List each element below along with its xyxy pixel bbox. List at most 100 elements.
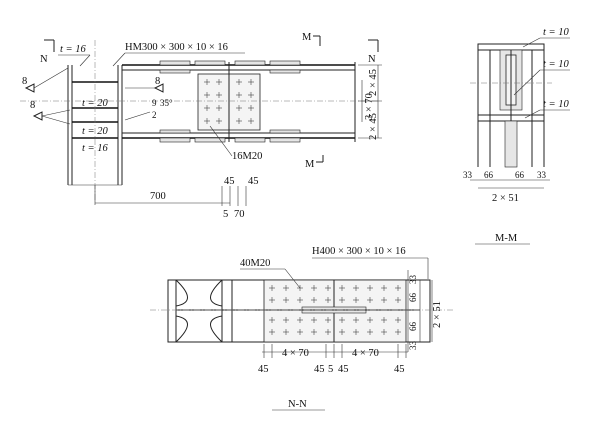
bolt-icon <box>353 297 359 303</box>
bolt-icon <box>381 317 387 323</box>
bolt-icon <box>216 92 222 98</box>
mm-dim-66-l: 66 <box>484 170 494 180</box>
angle-35: 35° <box>160 98 173 108</box>
dim-2x45-bot: 2 × 45 <box>368 113 379 140</box>
elevation-view: N N M M HM300 × 300 × 10 × 16 t = 16 t =… <box>20 32 382 220</box>
bolt-icon <box>248 92 254 98</box>
weld-symbols: 8 8 8 9 35° 2 <box>22 67 173 125</box>
bolt-icon <box>269 297 275 303</box>
vertical-dimensions: 2 × 45 2 × 45 3 × 70 <box>358 64 382 140</box>
bolt-icon <box>339 317 345 323</box>
web-bolt-group <box>204 79 254 124</box>
nn-dim-2x51: 2 × 51 <box>432 301 443 328</box>
mm-dim-66-r: 66 <box>515 170 525 180</box>
bolt-icon <box>367 285 373 291</box>
column <box>67 40 123 200</box>
bolt-icon <box>204 105 210 111</box>
dim-70: 70 <box>234 209 245 220</box>
bolt-icon <box>311 317 317 323</box>
section-M-label-bottom: M <box>305 159 315 170</box>
mm-t10-a: t = 10 <box>543 27 570 38</box>
t16-bot-label: t = 16 <box>82 143 109 154</box>
nn-dim-45-a: 45 <box>258 364 269 375</box>
t20-a-label: t = 20 <box>82 98 109 109</box>
bolt-icon <box>248 118 254 124</box>
bolt-icon <box>297 297 303 303</box>
dim-3x70: 3 × 70 <box>364 93 375 120</box>
bolt-icon <box>395 285 401 291</box>
bolt-icon <box>216 118 222 124</box>
horizontal-dimensions: 700 45 45 5 70 <box>94 176 259 220</box>
t16-top-label: t = 16 <box>60 44 87 55</box>
weld-8-a: 8 <box>22 76 27 87</box>
bolt-label-16M20: 16M20 <box>232 151 262 162</box>
bolt-icon <box>353 329 359 335</box>
bolt-icon <box>297 317 303 323</box>
section-M-label-top: M <box>302 32 312 43</box>
bolt-icon <box>325 317 331 323</box>
bolt-icon <box>297 329 303 335</box>
bolt-icon <box>236 92 242 98</box>
mm-dim-33-l: 33 <box>463 170 473 180</box>
weld-8-c: 8 <box>155 76 160 87</box>
beam-hm300 <box>20 60 380 143</box>
section-N-label-right: N <box>368 54 376 65</box>
beam-label: HM300 × 300 × 10 × 16 <box>125 42 228 53</box>
bolt-icon <box>269 317 275 323</box>
bolt-icon <box>204 92 210 98</box>
bolt-icon <box>236 118 242 124</box>
bolt-icon <box>381 297 387 303</box>
weld-2: 2 <box>152 110 157 120</box>
bolt-icon <box>283 285 289 291</box>
bolt-icon <box>367 329 373 335</box>
bolt-icon <box>367 317 373 323</box>
nn-dim-4x70-a: 4 × 70 <box>282 348 309 359</box>
bolt-icon <box>395 297 401 303</box>
dim-45-a: 45 <box>224 176 235 187</box>
bolt-icon <box>325 329 331 335</box>
section-M-markers: M M <box>302 32 324 170</box>
bolt-icon <box>395 317 401 323</box>
bolt-icon <box>248 79 254 85</box>
bolt-icon <box>204 118 210 124</box>
flange-bolt-group <box>269 285 401 335</box>
t20-b-label: t = 20 <box>82 126 109 137</box>
bolt-icon <box>248 105 254 111</box>
nn-beam-label: H400 × 300 × 10 × 16 <box>312 246 406 257</box>
bolt-icon <box>311 329 317 335</box>
bolt-icon <box>381 329 387 335</box>
bolt-icon <box>216 105 222 111</box>
weld-8-b: 8 <box>30 100 35 111</box>
bolt-icon <box>204 79 210 85</box>
nn-dim-45-d: 45 <box>394 364 405 375</box>
dim-45-b: 45 <box>248 176 259 187</box>
bolt-icon <box>283 317 289 323</box>
nn-dim-45-b: 45 <box>314 364 325 375</box>
bolt-icon <box>325 297 331 303</box>
bolt-icon <box>367 297 373 303</box>
nn-dim-5: 5 <box>328 364 333 375</box>
bolt-icon <box>339 329 345 335</box>
nn-dim-45-c: 45 <box>338 364 349 375</box>
bolt-icon <box>236 79 242 85</box>
bolt-icon <box>283 297 289 303</box>
mm-dim-2x51: 2 × 51 <box>492 193 519 204</box>
bolt-icon <box>339 297 345 303</box>
dim-700: 700 <box>150 191 166 202</box>
nn-horizontal-dims: 4 × 70 4 × 70 45 45 5 45 45 <box>258 344 408 375</box>
bolt-icon <box>395 329 401 335</box>
bolt-icon <box>353 285 359 291</box>
nn-dim-33-bot: 33 <box>408 341 418 351</box>
bolt-icon <box>311 297 317 303</box>
bolt-icon <box>311 285 317 291</box>
section-mm-view: t = 10 t = 10 t = 10 33 66 66 33 2 × 51 … <box>463 27 570 245</box>
nn-dim-33-top: 33 <box>408 275 418 285</box>
nn-dim-66-top: 66 <box>408 293 418 303</box>
bolt-icon <box>353 317 359 323</box>
dim-2x45-top: 2 × 45 <box>368 69 379 96</box>
bolt-icon <box>269 329 275 335</box>
bolt-icon <box>269 285 275 291</box>
nn-dim-66-bot: 66 <box>408 322 418 332</box>
